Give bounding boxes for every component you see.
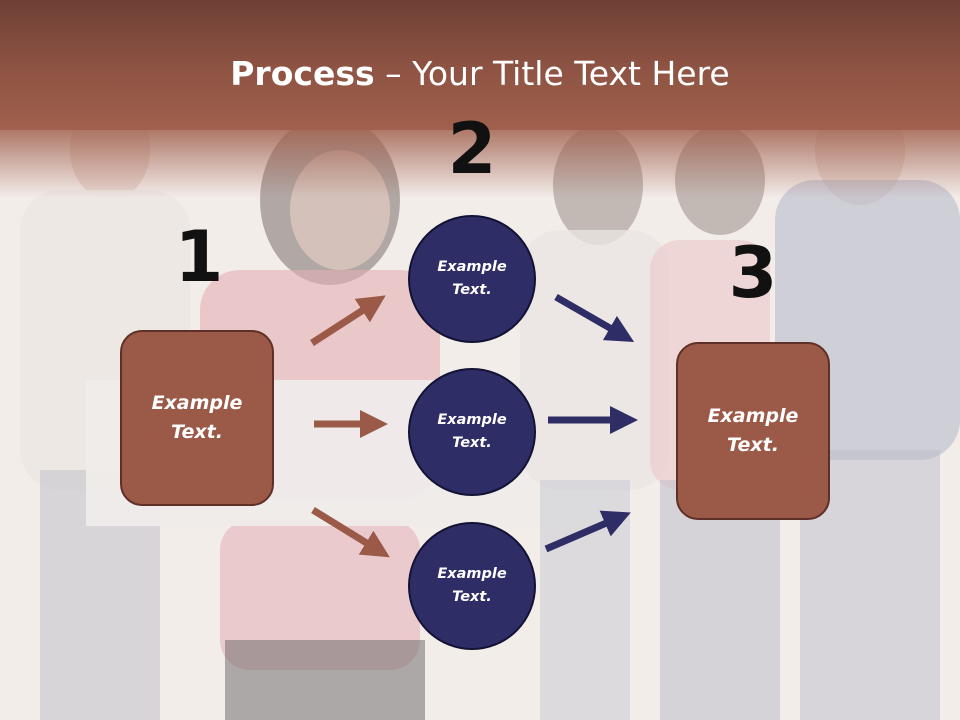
step-number-2: 2 <box>447 108 497 190</box>
arrow-left-to-bottom <box>311 507 390 558</box>
circle-bottom: Example Text. <box>408 522 536 650</box>
title-rest: – Your Title Text Here <box>374 54 730 93</box>
step-number-3: 3 <box>728 232 778 314</box>
circle-middle: Example Text. <box>408 368 536 496</box>
title-banner-fade <box>0 128 960 198</box>
title-bold: Process <box>230 54 375 93</box>
arrow-bottom-to-right <box>544 510 631 553</box>
arrow-left-to-top <box>310 295 386 346</box>
circle-top: Example Text. <box>408 215 536 343</box>
left-box-label: Example Text. <box>151 392 243 443</box>
arrow-top-to-right <box>554 293 635 342</box>
slide-title: Process – Your Title Text Here <box>0 52 960 96</box>
left-process-box: Example Text. <box>120 330 274 506</box>
circle-middle-label: Example Text. <box>437 412 507 451</box>
right-process-box: Example Text. <box>676 342 830 520</box>
circle-bottom-label: Example Text. <box>437 566 507 605</box>
step-number-1: 1 <box>174 216 224 298</box>
right-box-label: Example Text. <box>707 405 799 456</box>
title-banner <box>0 0 960 130</box>
circle-top-label: Example Text. <box>437 259 507 298</box>
